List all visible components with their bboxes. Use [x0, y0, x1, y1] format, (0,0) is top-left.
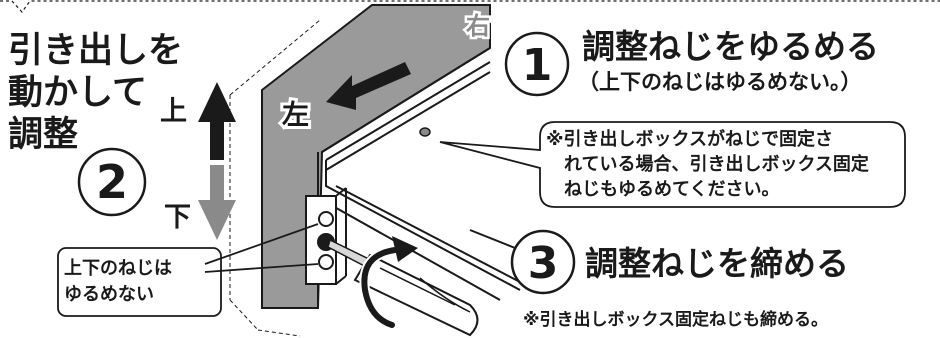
- step3-number: 3: [528, 238, 559, 289]
- step1-subtitle: （上下のねじはゆるめない。）: [578, 70, 862, 94]
- direction-up-label: 上: [160, 96, 187, 127]
- callout-box-note: ※引き出しボックスがねじで固定さ れている場合、引き出しボックス固定 ねじもゆる…: [546, 129, 869, 200]
- screw-icon: [318, 254, 334, 270]
- screwdriver-icon: [327, 238, 479, 337]
- step3-title: 調整ねじを締める: [585, 244, 849, 283]
- step1-title: 調整ねじをゆるめる: [582, 27, 879, 66]
- direction-down-label: 下: [164, 202, 191, 233]
- step1-number: 1: [522, 40, 553, 91]
- callout-box-note-frame: [439, 121, 906, 208]
- up-down-arrow: [198, 82, 236, 240]
- left-right-arrow: [326, 27, 488, 110]
- step2-number: 2: [96, 155, 128, 209]
- step3-circle: [510, 229, 576, 295]
- callout-screws-frame: [57, 223, 319, 317]
- screw-icon: [318, 211, 334, 227]
- tab-outline: [0, 0, 940, 13]
- step1-circle: [504, 31, 570, 97]
- rotate-arrow-icon: [359, 236, 418, 330]
- screw-icon: [419, 127, 431, 137]
- left-title: 引き出しを 動かして 調整: [8, 31, 184, 155]
- step3-note: ※引き出しボックス固定ねじも締める。: [523, 310, 829, 330]
- direction-right-label: 右: [466, 12, 490, 40]
- bracket-plate: [305, 187, 347, 285]
- direction-left-label: 左: [282, 100, 309, 131]
- drawer-outline-dashed: [229, 19, 321, 337]
- step2-circle: [77, 147, 147, 217]
- callout-screws: 上下のねじは ゆるめない: [64, 258, 172, 305]
